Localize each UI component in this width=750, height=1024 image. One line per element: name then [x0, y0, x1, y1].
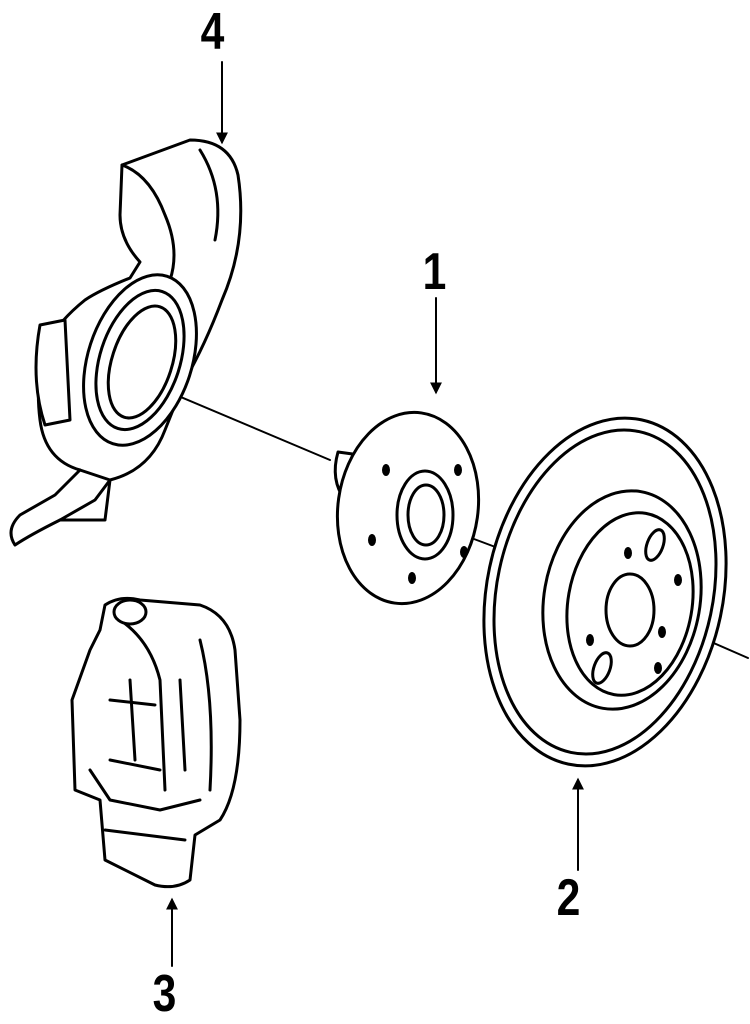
callout-1: 1	[422, 243, 447, 301]
caliper-part	[70, 596, 242, 889]
callout-4: 4	[200, 3, 225, 61]
leader-arrows	[166, 61, 584, 967]
rotor-part	[482, 416, 728, 768]
callout-3: 3	[152, 965, 177, 1023]
splash-shield-part	[9, 138, 243, 547]
hub-part	[333, 410, 481, 606]
callout-2: 2	[556, 869, 581, 927]
